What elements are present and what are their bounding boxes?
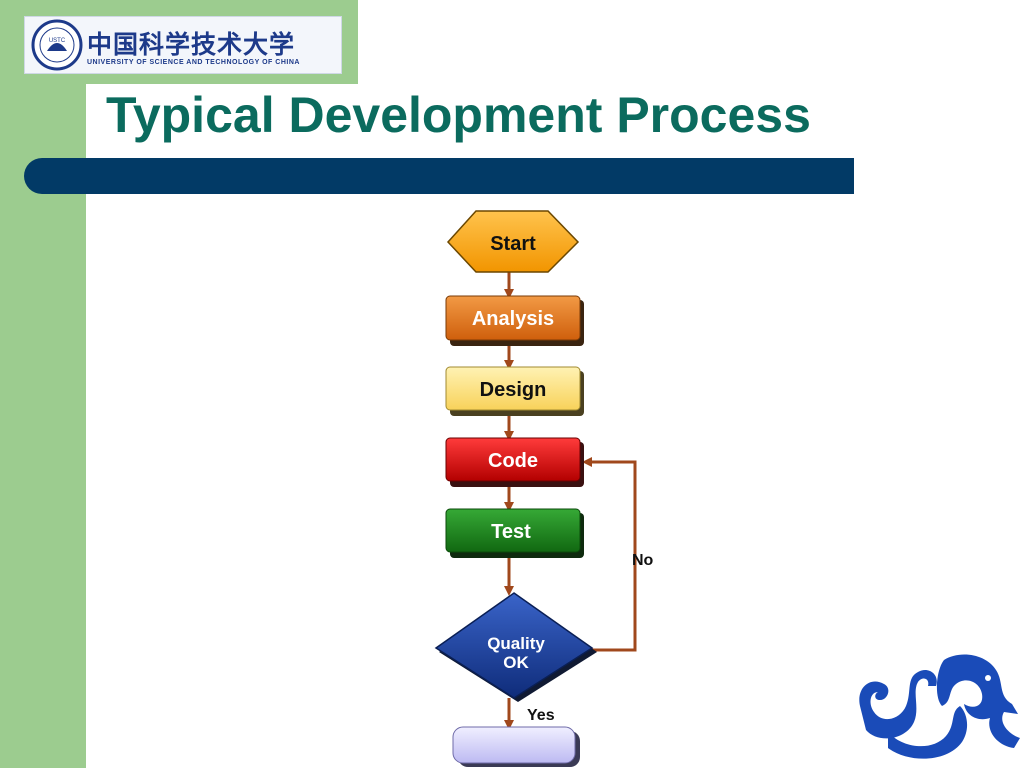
- code-node: Code: [445, 437, 584, 487]
- quality-label-line2: OK: [503, 653, 529, 672]
- logo-chinese-name: 中国科学技术大学: [87, 30, 296, 59]
- start-label: Start: [490, 233, 536, 255]
- design-label: Design: [480, 379, 547, 401]
- start-node: Start: [446, 210, 580, 273]
- quality-label-line1: Quality: [487, 634, 545, 653]
- test-node: Test: [445, 508, 584, 558]
- analysis-node: Analysis: [445, 295, 584, 346]
- test-label: Test: [491, 521, 531, 543]
- left-sidebar: [0, 0, 86, 768]
- seal-text: USTC: [49, 38, 66, 44]
- code-label: Code: [488, 450, 538, 472]
- dragon-emblem-icon: [859, 654, 1020, 759]
- edge-label-no: No: [632, 552, 654, 569]
- university-seal-icon: USTC: [31, 19, 83, 71]
- title-underline-bar: [24, 158, 854, 194]
- page-title: Typical Development Process: [106, 87, 811, 143]
- design-node: Design: [445, 366, 584, 416]
- quality-decision-node: Quality OK: [434, 592, 597, 702]
- university-logo: USTC 中国科学技术大学 UNIVERSITY OF SCIENCE AND …: [24, 16, 342, 74]
- edge-label-yes: Yes: [527, 707, 555, 724]
- analysis-label: Analysis: [472, 308, 554, 330]
- logo-english-name: UNIVERSITY OF SCIENCE AND TECHNOLOGY OF …: [87, 59, 300, 66]
- end-node: [452, 726, 580, 767]
- arrow-quality-no-loop: [582, 457, 637, 652]
